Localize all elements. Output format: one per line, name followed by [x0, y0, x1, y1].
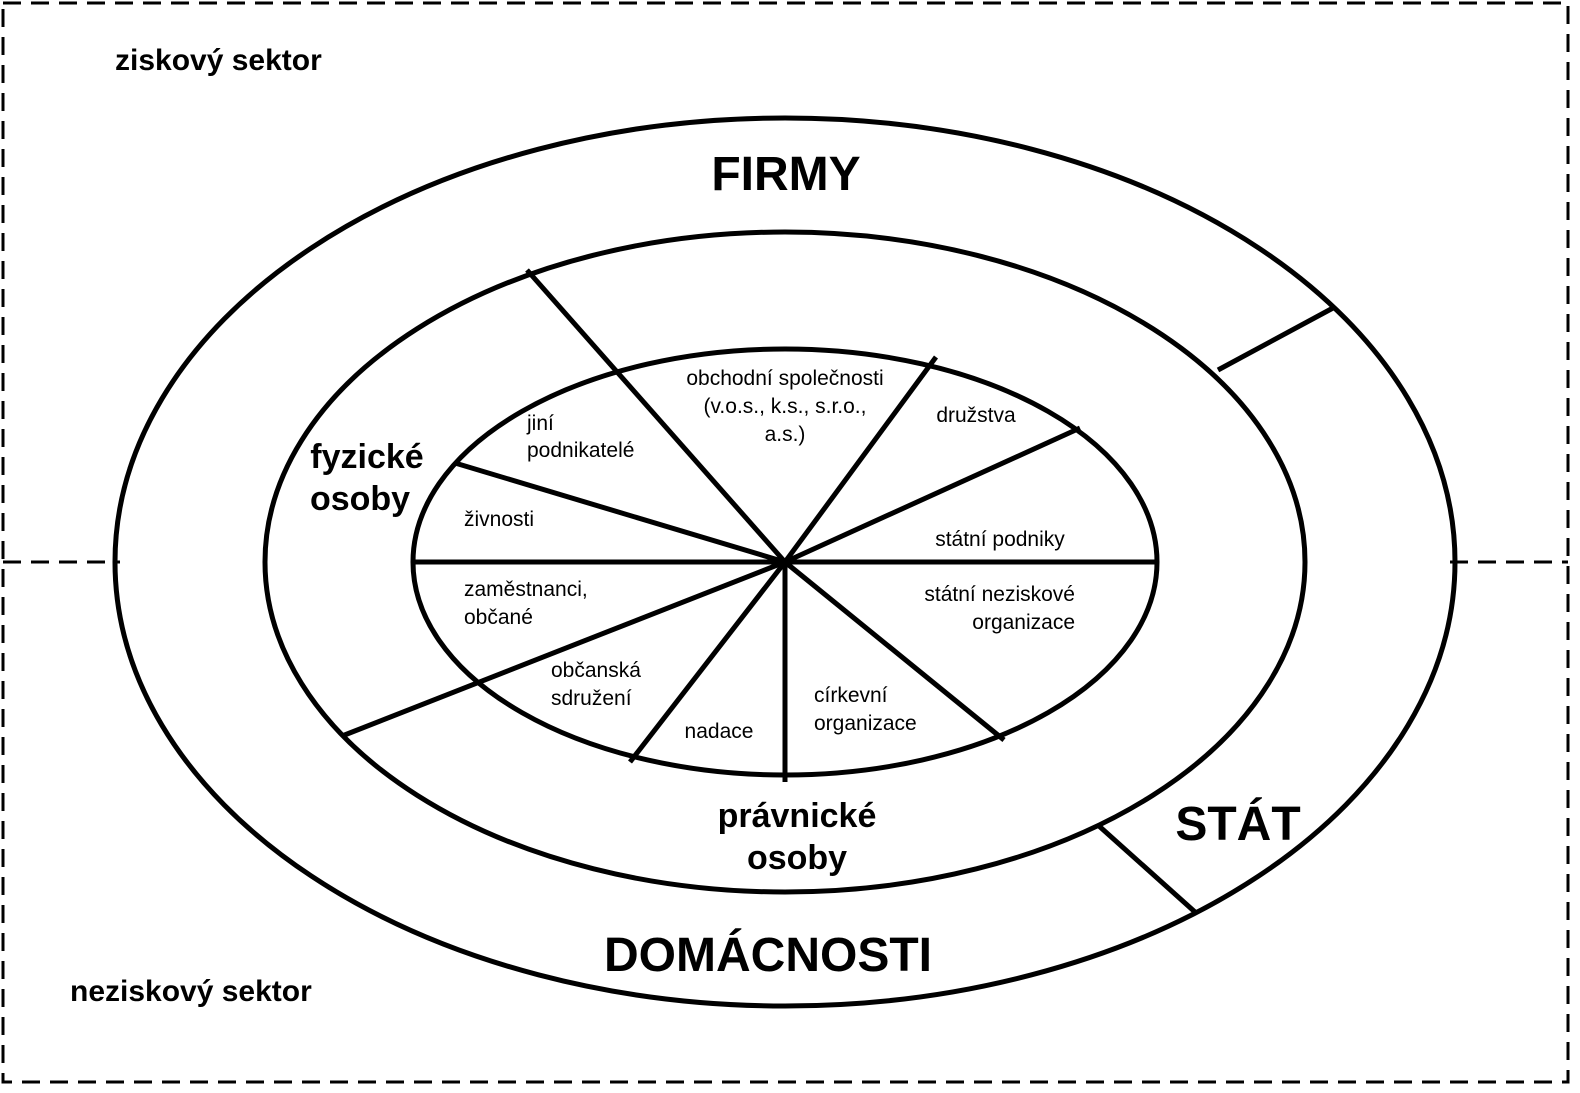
legal-persons-label-line1: právnické	[718, 797, 877, 835]
households-label: DOMÁCNOSTI	[604, 928, 932, 982]
civic-associations-line2: sdružení	[551, 687, 632, 710]
employees-citizens-line2: občané	[464, 606, 533, 629]
trade-companies-line3: a.s.)	[765, 423, 806, 446]
natural-persons-label-line1: fyzické	[310, 438, 423, 476]
employees-citizens-line1: zaměstnanci,	[464, 578, 588, 601]
spoke-state-nonprofit-church	[783, 560, 1006, 742]
other-entrepreneurs-line2: podnikatelé	[527, 439, 634, 462]
spoke-legal-natural-top	[525, 268, 787, 564]
church-organizations-line2: organizace	[814, 712, 917, 735]
spoke-entrepreneurs-tradesmen	[454, 460, 786, 565]
state-households-divider	[1097, 824, 1197, 914]
other-entrepreneurs-line1: jiní	[526, 412, 554, 435]
nonprofit-sector-label: neziskový sektor	[70, 975, 312, 1008]
radial-spokes	[341, 268, 1157, 782]
state-nonprofits-line2: organizace	[972, 611, 1075, 634]
spoke-cooperatives-state-enterprises	[783, 425, 1082, 565]
state-nonprofits-line1: státní neziskové	[924, 583, 1075, 606]
trade-companies-line2: (v.o.s., k.s., s.r.o.,	[704, 395, 867, 418]
state-enterprises-label: státní podniky	[935, 528, 1065, 551]
foundations-label: nadace	[685, 720, 754, 743]
firms-state-divider	[1216, 305, 1335, 373]
spoke-trade-cooperatives	[782, 355, 939, 564]
spoke-foundations-civic	[628, 560, 787, 764]
tradesmen-label: živnosti	[464, 508, 534, 531]
spoke-natural-legal-bottom	[341, 559, 786, 739]
firms-label: FIRMY	[711, 148, 860, 201]
legal-persons-label-line2: osoby	[747, 839, 847, 877]
natural-persons-label-line2: osoby	[310, 480, 410, 518]
middle-ellipse	[262, 229, 1308, 895]
trade-companies-line1: obchodní společnosti	[686, 367, 883, 390]
cooperatives-label: družstva	[936, 404, 1016, 427]
church-organizations-line1: církevní	[814, 684, 888, 707]
civic-associations-line1: občanská	[551, 659, 641, 682]
outer-ellipse	[112, 115, 1458, 1009]
profit-sector-label: ziskový sektor	[115, 44, 322, 77]
state-label: STÁT	[1175, 797, 1300, 851]
